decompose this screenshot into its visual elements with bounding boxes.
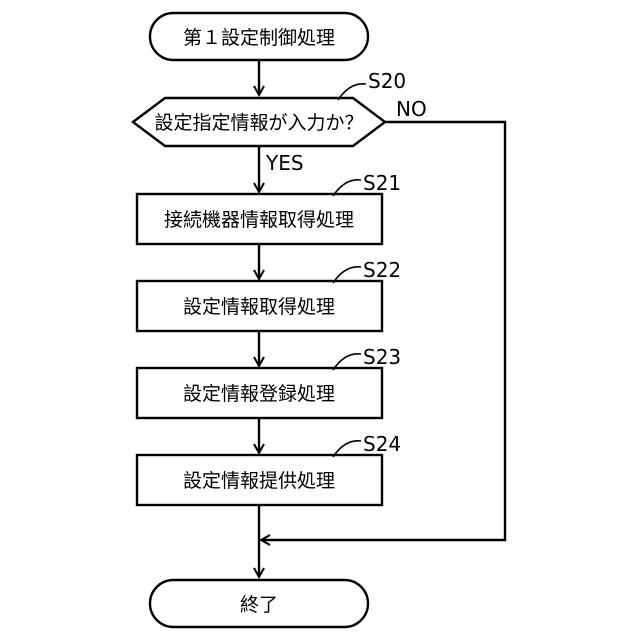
start-terminal: 第１設定制御処理 — [150, 13, 368, 60]
process-box-s23: 設定情報登録処理 — [137, 368, 382, 418]
decision-label: 設定指定情報が入力か？ — [154, 112, 363, 134]
yes-label: YES — [265, 151, 304, 175]
process-label-s21: 接続機器情報取得処理 — [164, 209, 354, 231]
end-label: 終了 — [240, 594, 278, 616]
step-label-s22: S22 — [363, 258, 401, 282]
step-label-s20: S20 — [368, 69, 406, 93]
step-label-s21: S21 — [363, 171, 401, 195]
decision-box: 設定指定情報が入力か？ — [133, 98, 385, 146]
step-label-s24: S24 — [363, 432, 401, 456]
no-label: NO — [396, 97, 427, 121]
process-label-s23: 設定情報登録処理 — [183, 383, 335, 405]
process-box-s22: 設定情報取得処理 — [137, 281, 382, 331]
process-box-s24: 設定情報提供処理 — [137, 455, 382, 505]
process-box-s21: 接続機器情報取得処理 — [137, 194, 382, 244]
end-terminal: 終了 — [150, 580, 368, 627]
process-label-s24: 設定情報提供処理 — [183, 470, 335, 492]
step-label-s23: S23 — [363, 345, 401, 369]
start-label: 第１設定制御処理 — [183, 27, 335, 49]
process-label-s22: 設定情報取得処理 — [183, 296, 335, 318]
